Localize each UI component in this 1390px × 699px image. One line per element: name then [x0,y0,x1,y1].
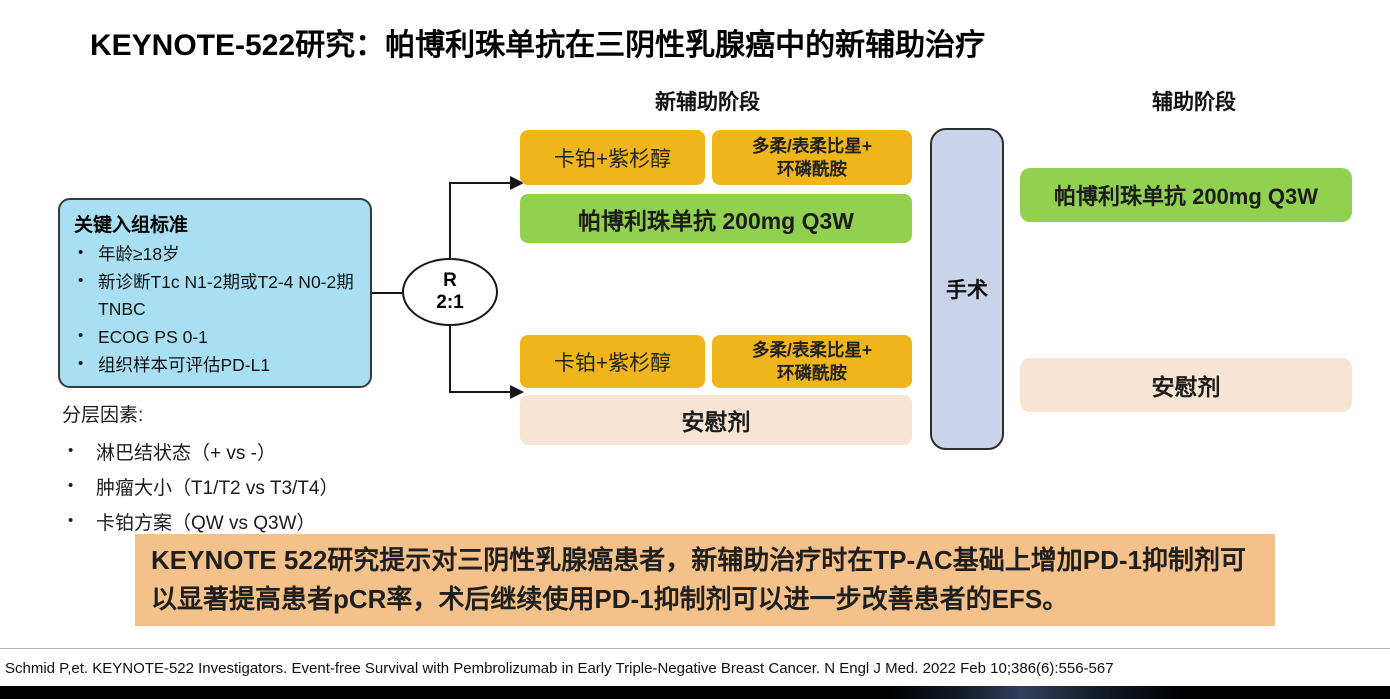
randomization-ratio: 2:1 [436,292,464,313]
summary-box: KEYNOTE 522研究提示对三阴性乳腺癌患者，新辅助治疗时在TP-AC基础上… [135,534,1275,626]
summary-text: KEYNOTE 522研究提示对三阴性乳腺癌患者，新辅助治疗时在TP-AC基础上… [151,545,1246,614]
eligibility-item: ECOG PS 0-1 [74,324,358,352]
neoadjuvant-placebo-chemo2-box: 多柔/表柔比星+ 环磷酰胺 [712,335,912,388]
chemo2-line: 多柔/表柔比星+ [751,135,873,156]
stratification-list: 淋巴结状态（+ vs -） 肿瘤大小（T1/T2 vs T3/T4） 卡铂方案（… [62,437,422,542]
eligibility-item: 新诊断T1c N1-2期或T2-4 N0-2期TNBC [74,269,358,324]
stratification-item: 卡铂方案（QW vs Q3W） [62,507,422,542]
neoadjuvant-placebo-agent-box: 安慰剂 [520,395,912,445]
bottom-bar [0,686,1390,699]
neoadjuvant-pembro-chemo2-box: 多柔/表柔比星+ 环磷酰胺 [712,130,912,185]
footer-divider [0,648,1390,649]
citation-text: Schmid P,et. KEYNOTE-522 Investigators. … [5,660,1114,677]
stratification-item: 肿瘤大小（T1/T2 vs T3/T4） [62,472,422,507]
stratification-item: 淋巴结状态（+ vs -） [62,437,422,472]
eligibility-item: 年龄≥18岁 [74,241,358,269]
stratification-section: 分层因素: 淋巴结状态（+ vs -） 肿瘤大小（T1/T2 vs T3/T4）… [62,400,422,542]
eligibility-list: 年龄≥18岁 新诊断T1c N1-2期或T2-4 N0-2期TNBC ECOG … [74,241,358,379]
randomization-node: R 2:1 [402,258,498,326]
surgery-box: 手术 [930,128,1004,450]
chemo2-line: 环磷酰胺 [777,158,847,179]
adjuvant-pembro-box: 帕博利珠单抗 200mg Q3W [1020,168,1352,222]
phase-header-neoadjuvant: 新辅助阶段 [655,91,760,114]
surgery-label: 手术 [946,279,988,302]
eligibility-item: 组织样本可评估PD-L1 [74,352,358,380]
eligibility-box: 关键入组标准 年龄≥18岁 新诊断T1c N1-2期或T2-4 N0-2期TNB… [58,198,372,388]
chemo2-line: 环磷酰胺 [777,362,847,383]
adjuvant-placebo-box: 安慰剂 [1020,358,1352,412]
stratification-title: 分层因素: [62,405,144,426]
randomization-label: R [443,270,457,292]
chemo2-line: 多柔/表柔比星+ [751,339,873,360]
neoadjuvant-placebo-chemo1-box: 卡铂+紫杉醇 [520,335,705,388]
eligibility-title: 关键入组标准 [74,215,189,236]
neoadjuvant-pembro-chemo1-box: 卡铂+紫杉醇 [520,130,705,185]
phase-header-adjuvant: 辅助阶段 [1152,91,1236,114]
slide-title: KEYNOTE-522研究：帕博利珠单抗在三阴性乳腺癌中的新辅助治疗 [90,29,986,62]
neoadjuvant-pembro-agent-box: 帕博利珠单抗 200mg Q3W [520,194,912,243]
